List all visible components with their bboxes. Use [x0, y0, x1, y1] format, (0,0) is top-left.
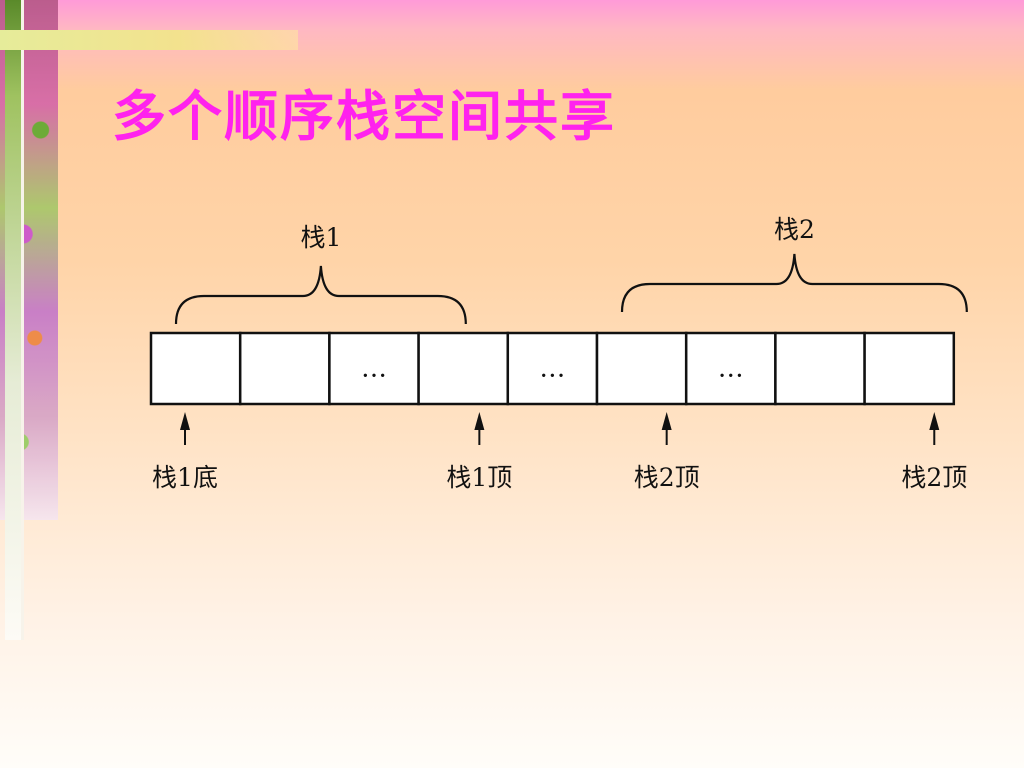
array-cell [774, 331, 866, 406]
pointer-label: 栈2顶 [634, 463, 700, 492]
pointer-label: 栈1顶 [446, 463, 512, 492]
array-cell [149, 331, 242, 406]
array-cell [417, 331, 510, 406]
decorative-top-band [0, 30, 298, 50]
stack-brace [174, 265, 467, 325]
pointer-arrow-head [661, 412, 672, 430]
ellipsis-label: … [539, 354, 565, 384]
stack-brace-label: 栈1 [300, 223, 341, 252]
decorative-stripe [21, 0, 24, 640]
stack-pointers: 栈1底 栈1顶 栈2顶 栈2顶 [152, 412, 967, 492]
pointer-arrow-head [180, 412, 190, 430]
ellipsis-label: … [361, 354, 387, 384]
stack-brace-label: 栈2 [774, 215, 815, 244]
array-cell [238, 331, 331, 406]
array-cell [328, 331, 420, 406]
decorative-stripe [5, 0, 21, 640]
stack-array: … … … [149, 331, 956, 406]
pointer-arrow-head [474, 412, 485, 430]
title-highlight: 多个 [112, 85, 224, 148]
pointer-label: 栈2顶 [901, 463, 967, 492]
pointer-label: 栈1底 [152, 463, 218, 492]
array-cell [595, 331, 688, 406]
array-cell [863, 331, 956, 406]
slide-title: 多个顺序栈空间共享 [112, 72, 616, 151]
pointer-arrow-head [929, 412, 940, 430]
array-cell [506, 331, 599, 406]
ellipsis-label: … [718, 354, 744, 384]
stack-braces: 栈1 栈2 [174, 215, 968, 325]
title-rest: 顺序栈空间共享 [224, 85, 616, 148]
stack-brace [620, 253, 968, 313]
